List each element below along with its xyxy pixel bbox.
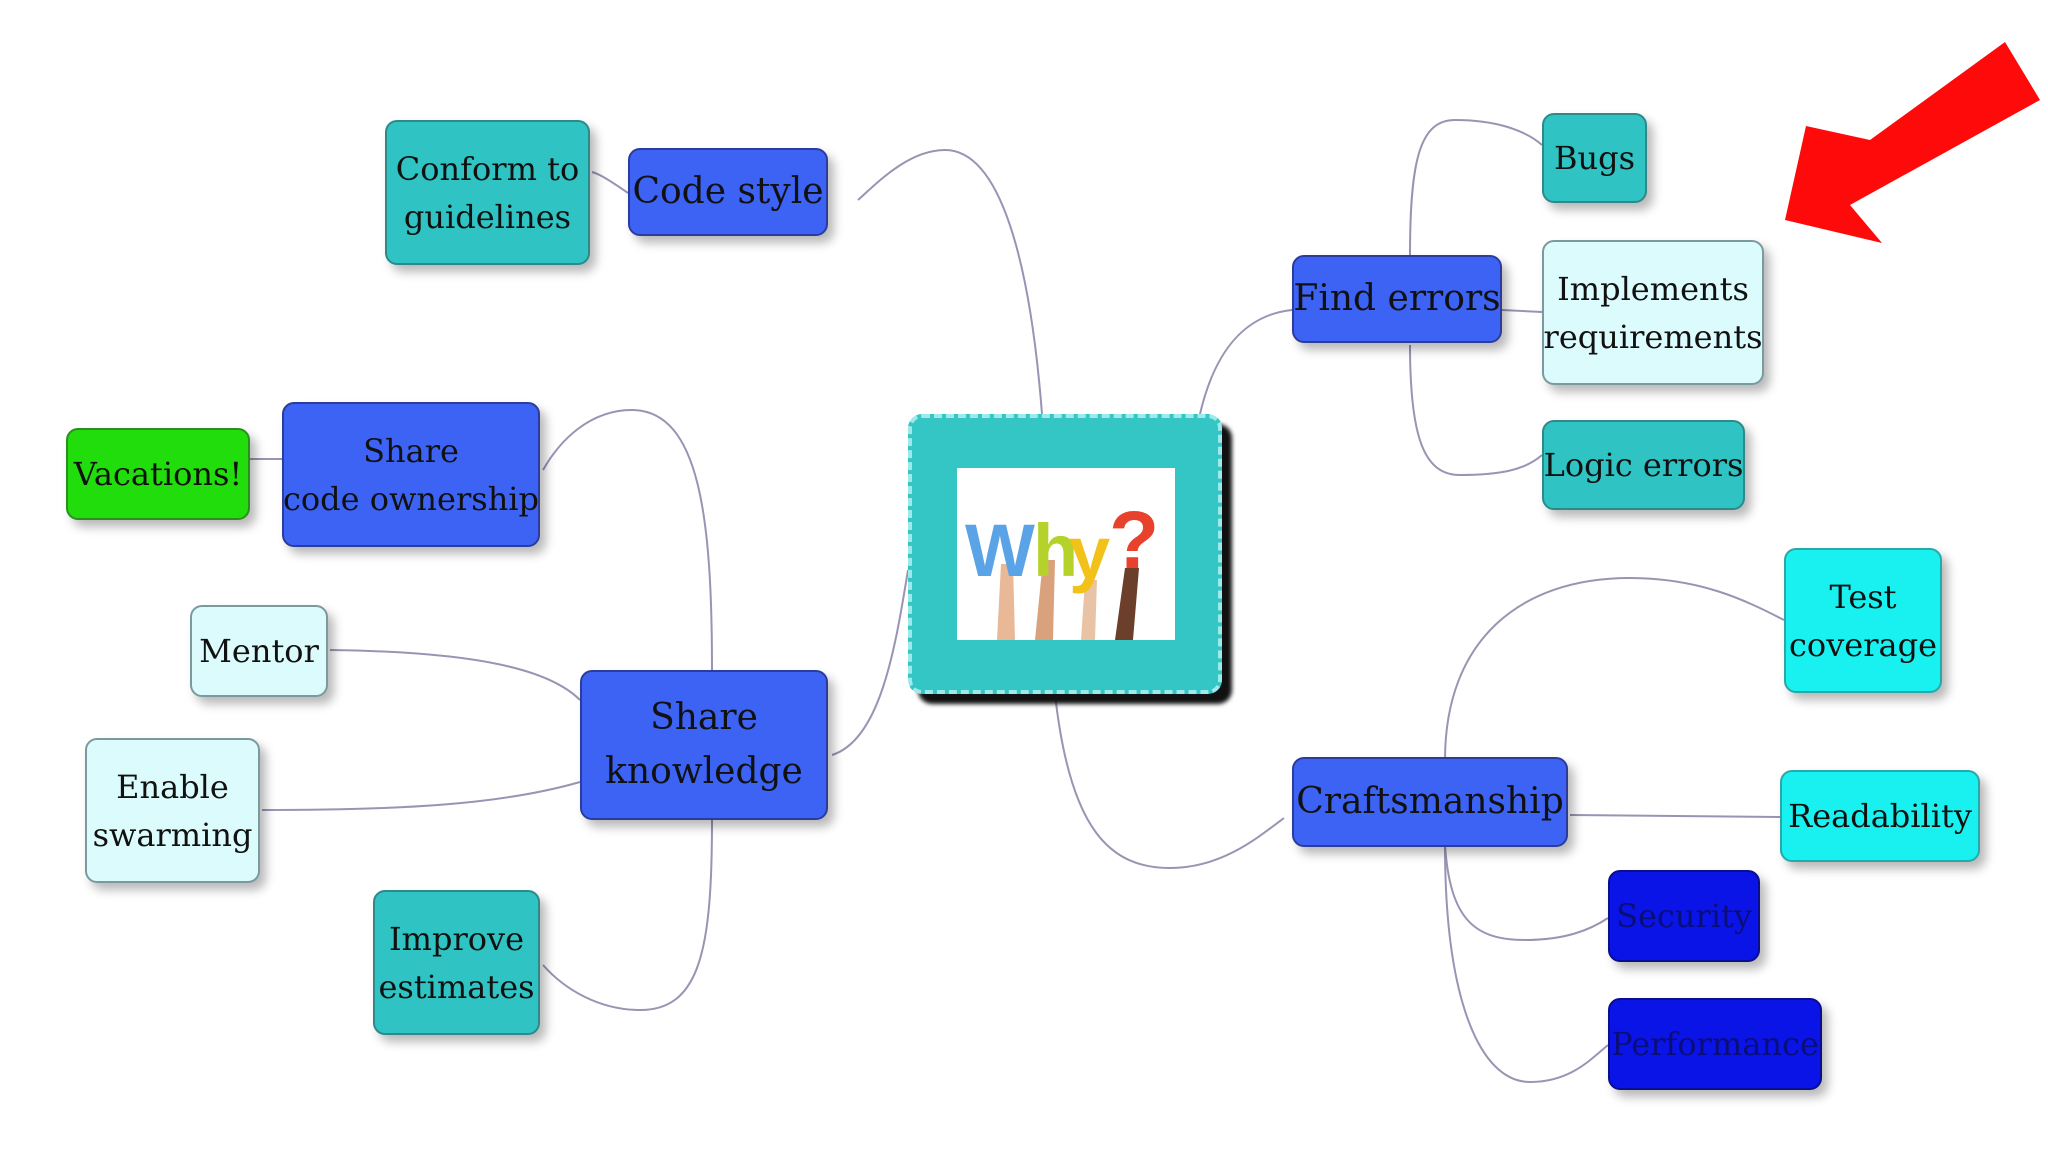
test-coverage-node[interactable]: Test coverage <box>1784 548 1942 693</box>
code-style-label: Code style <box>632 171 824 212</box>
link-central-craftsmanship <box>1054 693 1285 870</box>
craftsmanship-node[interactable]: Craftsmanship <box>1292 757 1568 847</box>
performance-node[interactable]: Performance <box>1608 998 1822 1090</box>
link-craftsmanship-performance <box>1444 844 1609 1084</box>
letter-w: W <box>965 509 1035 592</box>
link-share-knowledge-estimates <box>542 819 713 1012</box>
link-central-code-style <box>857 148 1043 415</box>
letter-h: h <box>1033 509 1078 592</box>
find-errors-node[interactable]: Find errors <box>1292 255 1502 343</box>
improve-estimates-node[interactable]: Improve estimates <box>373 890 540 1035</box>
link-craftsmanship-test <box>1444 576 1785 761</box>
find-errors-label: Find errors <box>1293 278 1501 319</box>
share-code-ownership-node[interactable]: Share code ownership <box>282 402 540 547</box>
hands-holding-letters-icon: W h y ? <box>965 495 1159 640</box>
share-knowledge-node[interactable]: Share knowledge <box>580 670 828 820</box>
link-craftsmanship-security <box>1444 844 1609 942</box>
conform-guidelines-node[interactable]: Conform to guidelines <box>385 120 590 265</box>
link-find-errors-bugs <box>1409 118 1543 256</box>
why-image: W h y ? <box>957 468 1175 640</box>
link-central-share-knowledge <box>831 569 909 756</box>
link-craftsmanship-readability <box>1569 814 1781 818</box>
link-share-knowledge-mentor <box>329 649 581 701</box>
bugs-node[interactable]: Bugs <box>1542 113 1647 203</box>
link-find-errors-logic <box>1409 344 1543 477</box>
code-style-node[interactable]: Code style <box>628 148 828 236</box>
link-find-errors-implements <box>1501 309 1543 313</box>
link-code-style-conform <box>591 171 629 194</box>
link-central-find-errors <box>1199 309 1293 415</box>
security-node[interactable]: Security <box>1608 870 1760 962</box>
enable-swarming-node[interactable]: Enable swarming <box>85 738 260 883</box>
letter-question: ? <box>1109 495 1159 586</box>
central-topic[interactable]: W h y ? <box>908 414 1222 694</box>
letter-y: y <box>1069 511 1110 594</box>
readability-node[interactable]: Readability <box>1780 770 1980 862</box>
mentor-node[interactable]: Mentor <box>190 605 328 697</box>
implements-requirements-node[interactable]: Implements requirements <box>1542 240 1764 385</box>
logic-errors-node[interactable]: Logic errors <box>1542 420 1745 510</box>
vacations-node[interactable]: Vacations! <box>66 428 250 520</box>
link-share-knowledge-ownership <box>542 408 713 671</box>
link-share-knowledge-swarming <box>261 781 581 811</box>
